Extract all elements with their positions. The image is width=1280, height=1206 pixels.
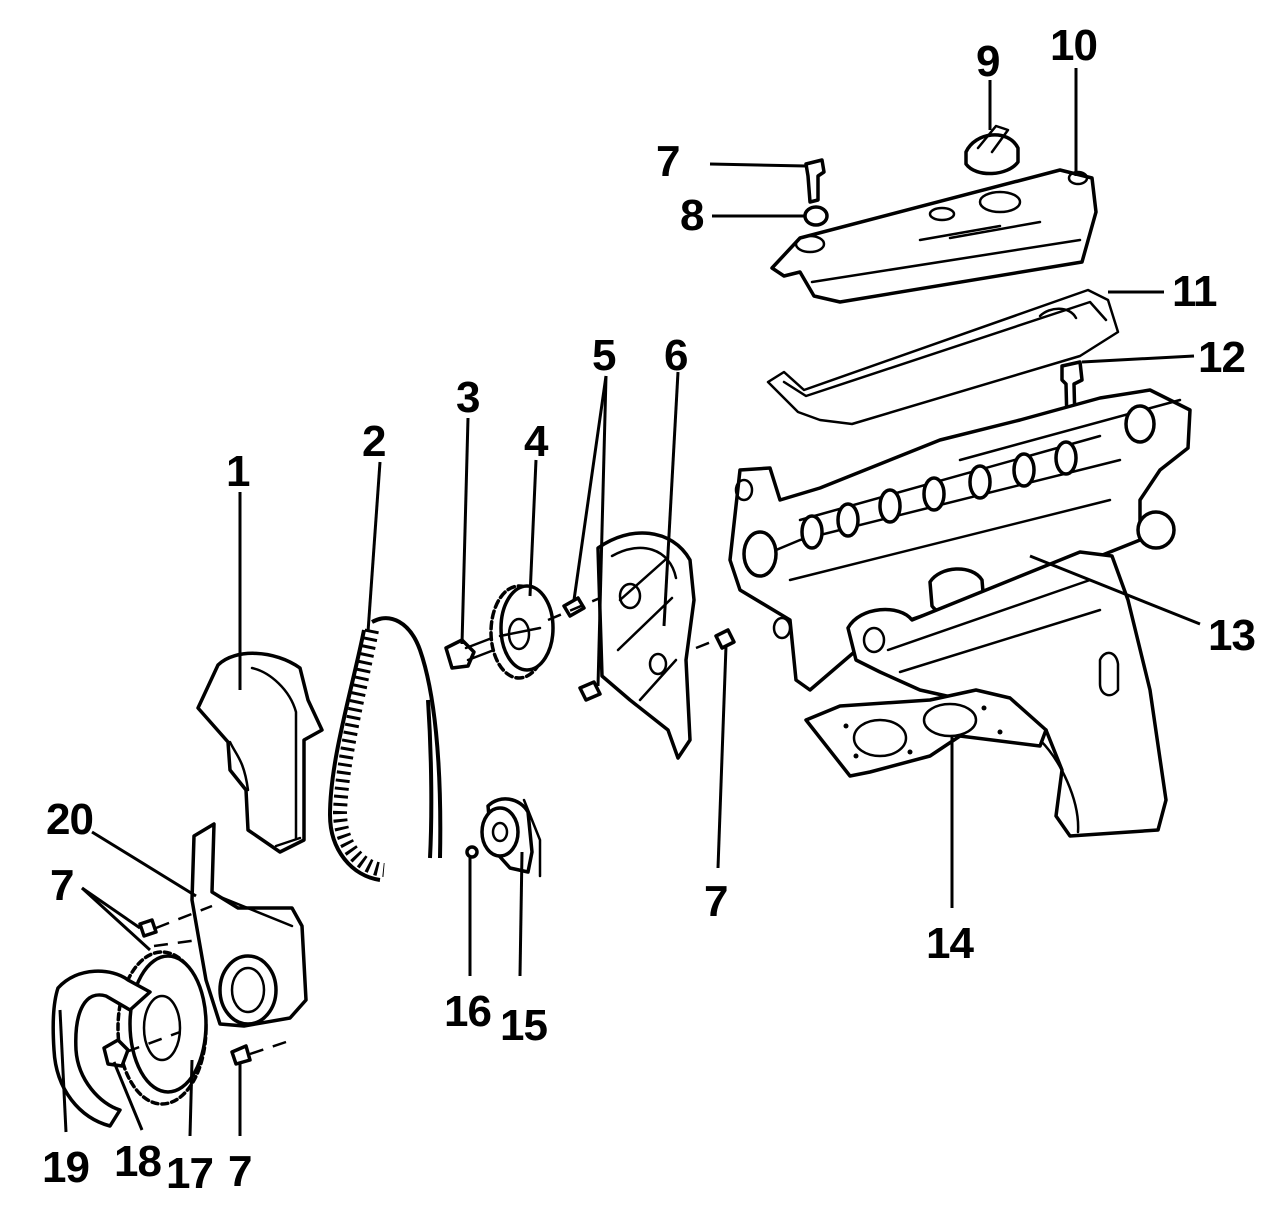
callout-8: 8 [680,191,704,240]
backplate-bolts [562,596,602,702]
callout-10: 10 [1050,21,1097,70]
callout-4: 4 [524,417,549,466]
callout-18: 18 [114,1137,161,1186]
callout-6: 6 [664,331,687,380]
callout-7-left: 7 [50,861,73,910]
oil-filler-cap [964,124,1020,176]
callout-2: 2 [362,417,385,466]
head-gasket [804,688,1048,778]
callout-1: 1 [226,447,250,496]
leader-lines [58,68,1201,1137]
lower-timing-cover [190,822,308,1028]
callout-20: 20 [46,795,93,844]
callout-labels: 1 2 3 4 5 6 7 8 9 10 11 12 13 14 15 16 7… [42,21,1256,1198]
timing-backplate [596,531,696,760]
callout-16: 16 [444,987,491,1036]
belt-guide-plate [51,969,152,1128]
callout-5: 5 [592,331,616,380]
camshaft-bolt [444,636,496,670]
crankshaft-bolt [102,1038,130,1068]
cover-studs-left [138,918,252,1066]
callout-13: 13 [1208,611,1255,660]
callout-7-right: 7 [704,877,727,926]
cylinder-head [728,388,1192,692]
plate-stud-right [714,628,736,650]
tensioner-pulley [480,797,542,878]
callout-9: 9 [976,37,999,86]
cover-bolt-grommet [803,158,829,227]
camshaft-sprocket [489,584,555,680]
callout-12: 12 [1198,333,1245,382]
callout-3: 3 [456,373,479,422]
callout-19: 19 [42,1143,89,1192]
tensioner-washer [465,845,479,859]
callout-15: 15 [500,1001,547,1050]
callout-11: 11 [1172,267,1217,316]
callout-7-top: 7 [656,137,679,186]
callout-7-bottom: 7 [228,1147,251,1196]
valve-cover-gasket [766,288,1120,426]
callout-14: 14 [926,919,974,968]
timing-belt [327,616,443,882]
callout-17: 17 [166,1149,213,1198]
valve-cover [770,168,1098,304]
upper-timing-cover [196,651,324,854]
